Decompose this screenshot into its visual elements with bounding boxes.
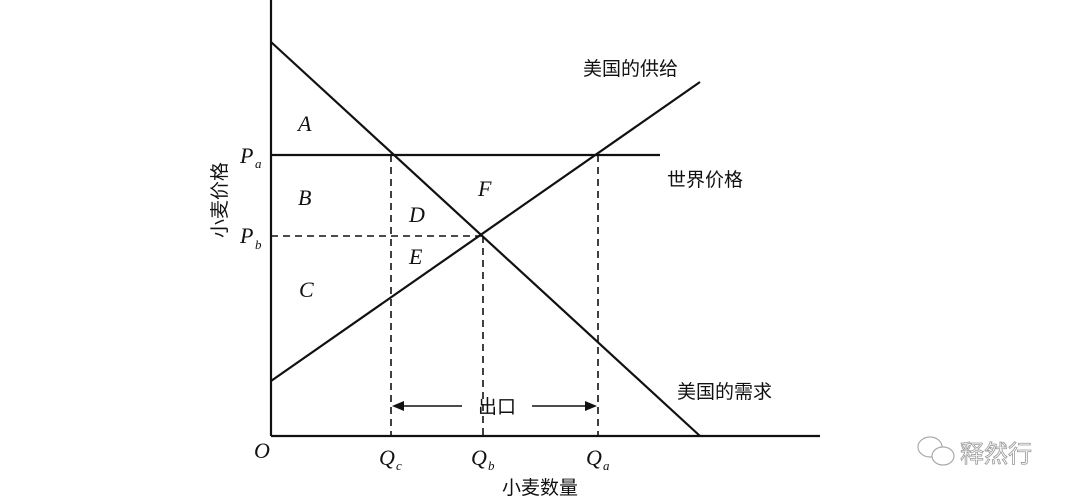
- quantity-label-qb: Q b: [471, 445, 495, 473]
- price-label-pa: P a: [239, 143, 262, 171]
- demand-label: 美国的需求: [677, 381, 772, 403]
- svg-text:b: b: [488, 458, 495, 473]
- svg-text:Q: Q: [379, 445, 395, 470]
- area-f: F: [477, 176, 492, 201]
- area-e: E: [408, 244, 423, 269]
- supply-label: 美国的供给: [583, 58, 678, 80]
- watermark: 释然行: [917, 436, 1032, 468]
- area-d: D: [408, 202, 425, 227]
- origin-label: O: [254, 438, 270, 463]
- svg-text:P: P: [239, 223, 253, 248]
- y-axis-label: 小麦价格: [209, 162, 231, 238]
- quantity-label-qa: Q a: [586, 445, 610, 473]
- export-label: 出口: [478, 396, 516, 418]
- svg-text:b: b: [255, 237, 262, 252]
- svg-text:Q: Q: [586, 445, 602, 470]
- svg-text:释然行: 释然行: [960, 440, 1032, 468]
- svg-text:P: P: [239, 143, 253, 168]
- svg-text:a: a: [603, 458, 610, 473]
- area-c: C: [299, 277, 314, 302]
- x-axis-label: 小麦数量: [502, 477, 578, 499]
- demand-curve: [270, 41, 701, 437]
- price-label-pb: P b: [239, 223, 262, 252]
- area-b: B: [298, 185, 311, 210]
- export-arrow: [392, 401, 597, 411]
- svg-text:Q: Q: [471, 445, 487, 470]
- svg-text:a: a: [255, 156, 262, 171]
- supply-curve: [270, 81, 701, 382]
- quantity-label-qc: Q c: [379, 445, 402, 473]
- wechat-icon: [917, 436, 955, 466]
- area-a: A: [296, 111, 312, 136]
- svg-text:c: c: [396, 458, 402, 473]
- world-price-label: 世界价格: [667, 169, 743, 191]
